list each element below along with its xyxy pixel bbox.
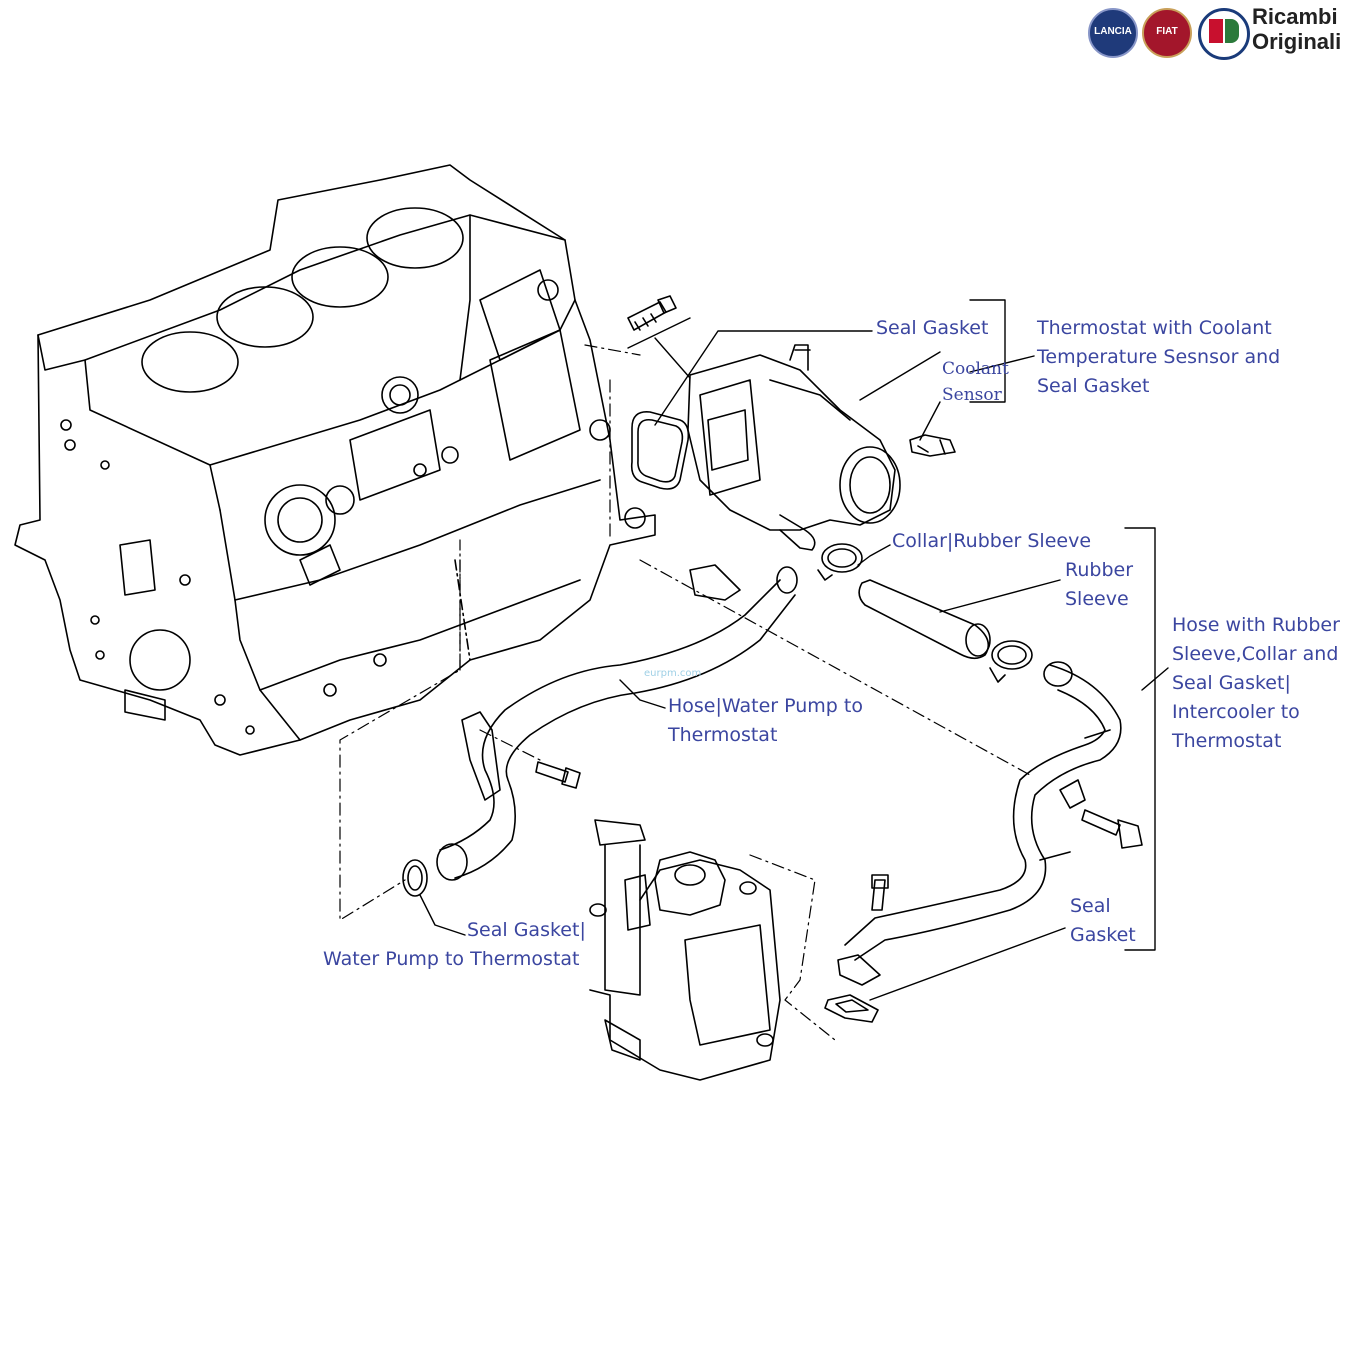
label-seal-pump-line1-box: Seal Gasket| [467, 916, 586, 945]
label-thermostat-line-1: Thermostat with Coolant [1037, 317, 1272, 339]
bolt-right [1081, 809, 1143, 849]
collar-clamp-upper [817, 543, 863, 581]
label-hose-intercooler-line-2: Sleeve,Collar and [1172, 643, 1339, 665]
leader-lines [419, 299, 1169, 1001]
seal-gasket-bottom [824, 994, 879, 1023]
bolt-lower [871, 874, 889, 911]
label-seal-gasket-top: Seal Gasket [876, 314, 988, 343]
label-seal-bottom-line-2: Gasket [1070, 924, 1136, 946]
hose-water-pump-to-thermostat [436, 564, 798, 881]
coolant-sensor [909, 434, 956, 457]
label-thermostat-line-2: Temperature Sesnsor and [1037, 346, 1281, 368]
hose-intercooler-to-thermostat [837, 661, 1122, 986]
label-seal-pump-line-2: Water Pump to Thermostat [323, 948, 580, 970]
alfa-romeo-logo [1198, 8, 1250, 60]
label-hose-intercooler-line-1: Hose with Rubber [1172, 614, 1340, 636]
label-seal-pump-line-1: Seal Gasket| [467, 919, 586, 941]
label-coolant-sensor: Coolant Sensor [942, 356, 1009, 408]
seal-gasket-thermostat [630, 411, 690, 490]
fiat-logo: FIAT [1142, 8, 1192, 58]
label-rubber-sleeve-line-1: Rubber [1065, 559, 1134, 581]
label-seal-bottom: Seal Gasket [1070, 892, 1136, 950]
label-hose-pump-line-2: Thermostat [668, 724, 778, 746]
construction-lines [339, 344, 1031, 1041]
bolt-middle [535, 761, 581, 789]
bolt-top [627, 295, 677, 331]
label-hose-pump-line-1: Hose|Water Pump to [668, 695, 863, 717]
label-thermostat: Thermostat with Coolant Temperature Sesn… [1037, 314, 1280, 401]
engine-block [14, 164, 656, 756]
label-rubber-sleeve: Rubber Sleeve [1065, 556, 1133, 614]
watermark: eurpm.com [644, 668, 702, 679]
fiat-logo-text: FIAT [1156, 26, 1178, 37]
label-seal-bottom-line-1: Seal [1070, 895, 1111, 917]
label-hose-intercooler-line-3: Seal Gasket| [1172, 672, 1291, 694]
label-thermostat-line-3: Seal Gasket [1037, 375, 1150, 397]
label-seal-gasket-top-text: Seal Gasket [876, 317, 989, 339]
thermostat-housing [687, 344, 901, 551]
label-hose-pump: Hose|Water Pump to Thermostat [668, 692, 863, 750]
label-seal-pump-line2-box: Water Pump to Thermostat [323, 945, 579, 974]
rubber-sleeve [858, 579, 991, 660]
label-collar-text: Collar|Rubber Sleeve [892, 530, 1092, 552]
collar-clamp-lower [989, 640, 1033, 683]
seal-gasket-water-pump [402, 859, 428, 897]
brand-name: Ricambi Originali [1252, 4, 1341, 54]
brand-line-1: Ricambi [1252, 4, 1338, 29]
label-coolant-sensor-line-1: Coolant [942, 359, 1009, 379]
label-hose-intercooler-line-5: Thermostat [1172, 730, 1282, 752]
label-coolant-sensor-line-2: Sensor [942, 385, 1002, 405]
label-rubber-sleeve-line-2: Sleeve [1065, 588, 1129, 610]
lancia-logo: LANCIA [1088, 8, 1138, 58]
label-collar: Collar|Rubber Sleeve [892, 527, 1091, 556]
water-pump [589, 819, 781, 1081]
label-hose-intercooler: Hose with Rubber Sleeve,Collar and Seal … [1172, 611, 1340, 756]
brand-line-2: Originali [1252, 29, 1342, 54]
label-hose-intercooler-line-4: Intercooler to [1172, 701, 1300, 723]
lancia-logo-text: LANCIA [1094, 26, 1132, 37]
